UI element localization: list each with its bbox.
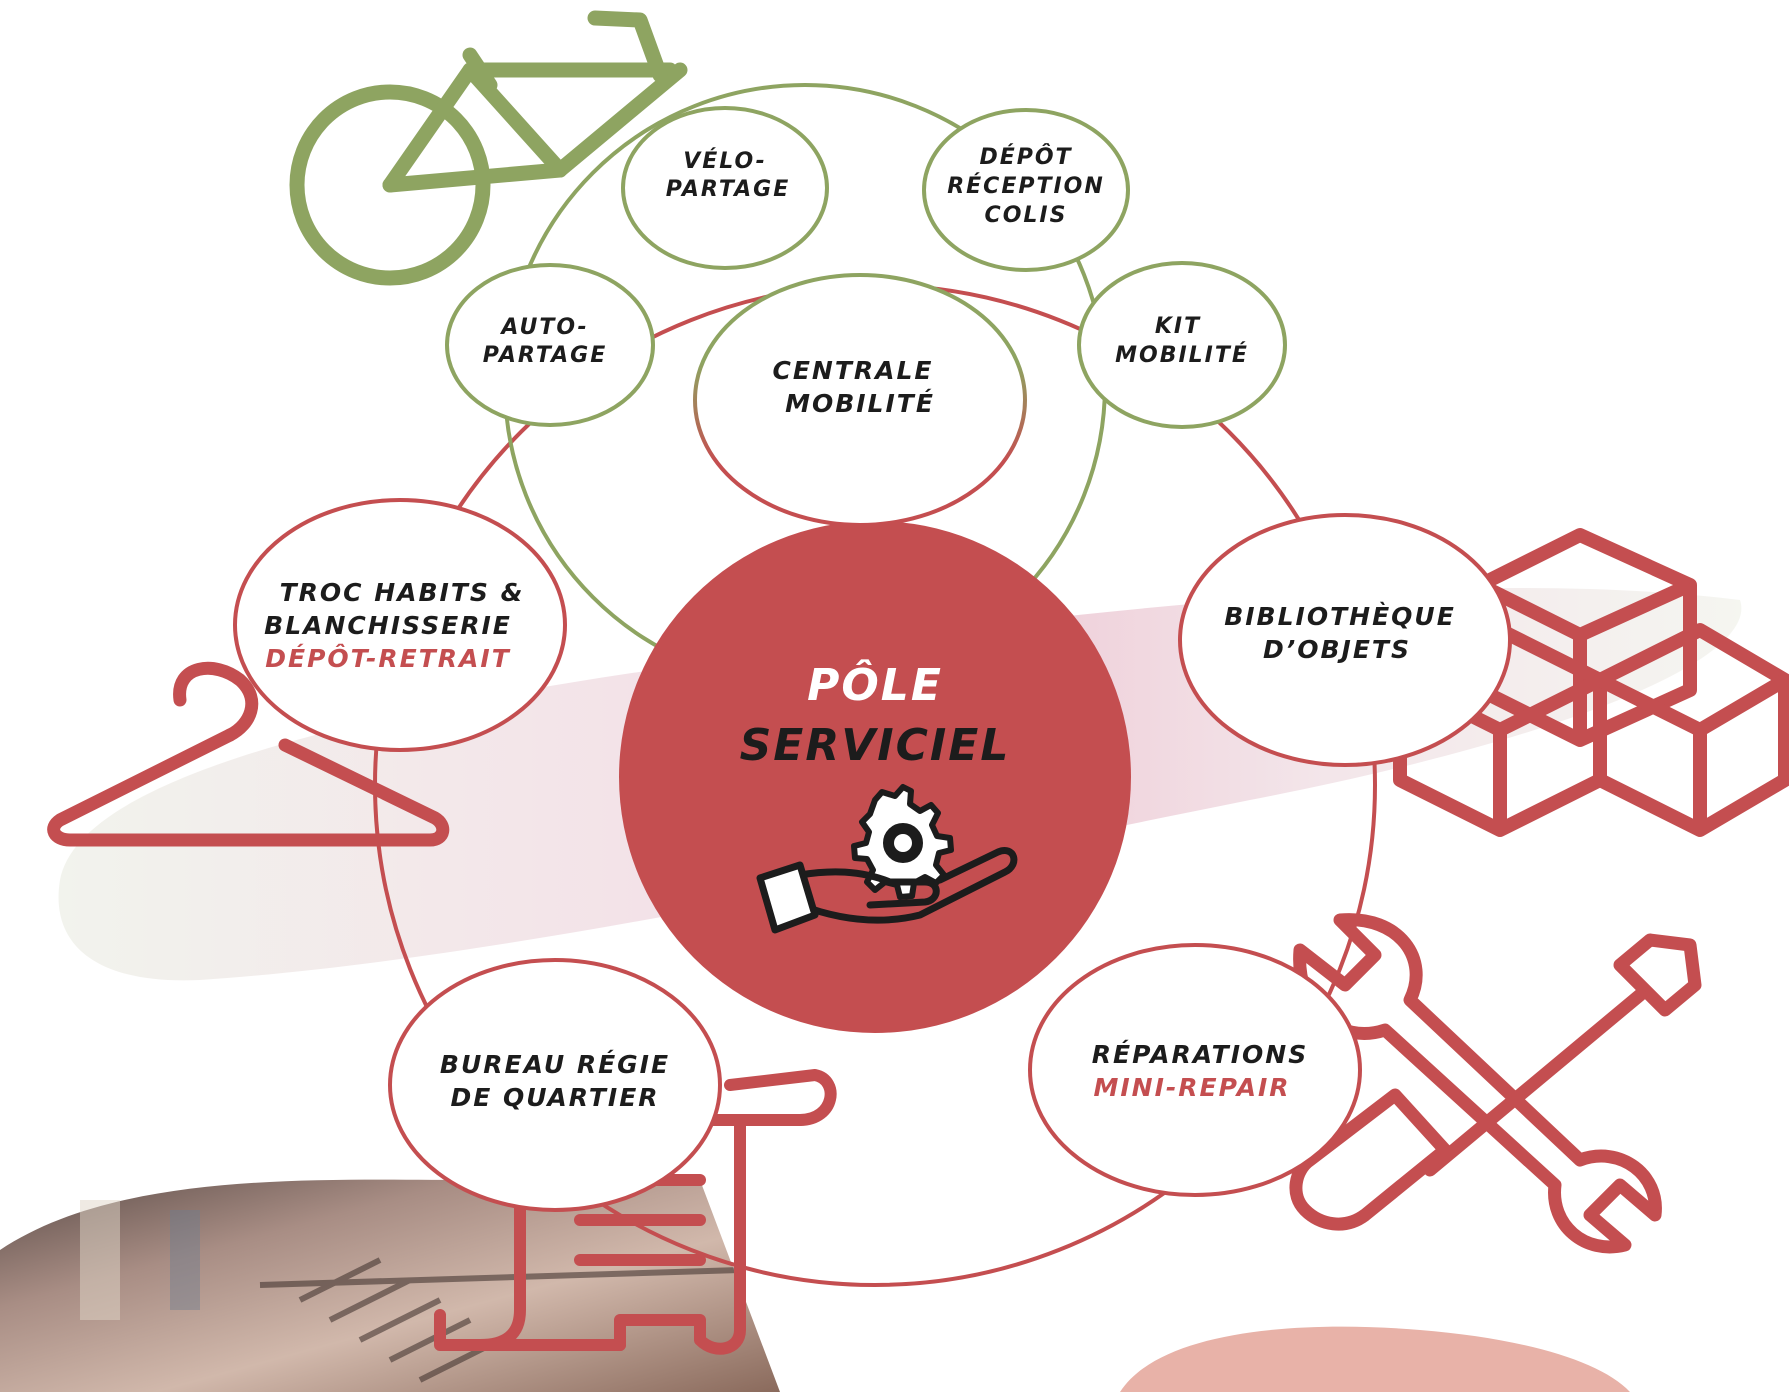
center-title-line1: PÔLE [807,658,943,711]
auto-partage-node [445,263,655,427]
biblio-line2: D’OBJETS [1263,635,1411,664]
velo-partage-line2: PARTAGE [666,177,791,202]
depot-reception-colis-node [922,108,1130,272]
auto-partage-line2: PARTAGE [483,343,608,368]
decorative-salmon-blob [1120,1326,1630,1392]
troc-line1: TROC HABITS & [280,578,525,607]
bibliotheque-objets-node [1178,513,1512,767]
troc-line3: DÉPÔT-RETRAIT [265,643,511,673]
velo-partage-line1: VÉLO- [683,148,767,174]
bureau-regie-node [388,958,722,1212]
kit-mobilite-line2: MOBILITÉ [1115,342,1249,368]
velo-partage-node [621,106,829,270]
reparations-node [1028,943,1362,1197]
hand-gear-icon [756,784,1018,934]
bureau-line1: BUREAU RÉGIE [440,1050,670,1079]
clothing-rack-photo [0,1179,780,1392]
repar-line2: MINI-REPAIR [1093,1073,1290,1102]
depot-line2: RÉCEPTION [947,173,1105,199]
depot-line1: DÉPÔT [979,144,1072,170]
kit-mobilite-node [1077,261,1287,429]
bicycle-icon [289,10,688,286]
kit-mobilite-line1: KIT [1155,314,1201,339]
centrale-mobilite-line2: MOBILITÉ [785,389,935,418]
center-title-line2: SERVICIEL [740,720,1011,771]
troc-habits-node [233,498,567,752]
troc-line2: BLANCHISSERIE [264,611,512,640]
clothes-hanger-icon [47,661,450,847]
repar-line1: RÉPARATIONS [1092,1040,1308,1069]
biblio-line1: BIBLIOTHÈQUE [1224,601,1456,631]
pole-serviciel-center [619,521,1131,1033]
auto-partage-line1: AUTO- [499,315,588,340]
depot-line3: COLIS [985,203,1068,228]
centrale-mobilite-line1: CENTRALE [772,356,933,385]
centrale-mobilite-node [693,273,1027,527]
bureau-line2: DE QUARTIER [450,1083,659,1112]
